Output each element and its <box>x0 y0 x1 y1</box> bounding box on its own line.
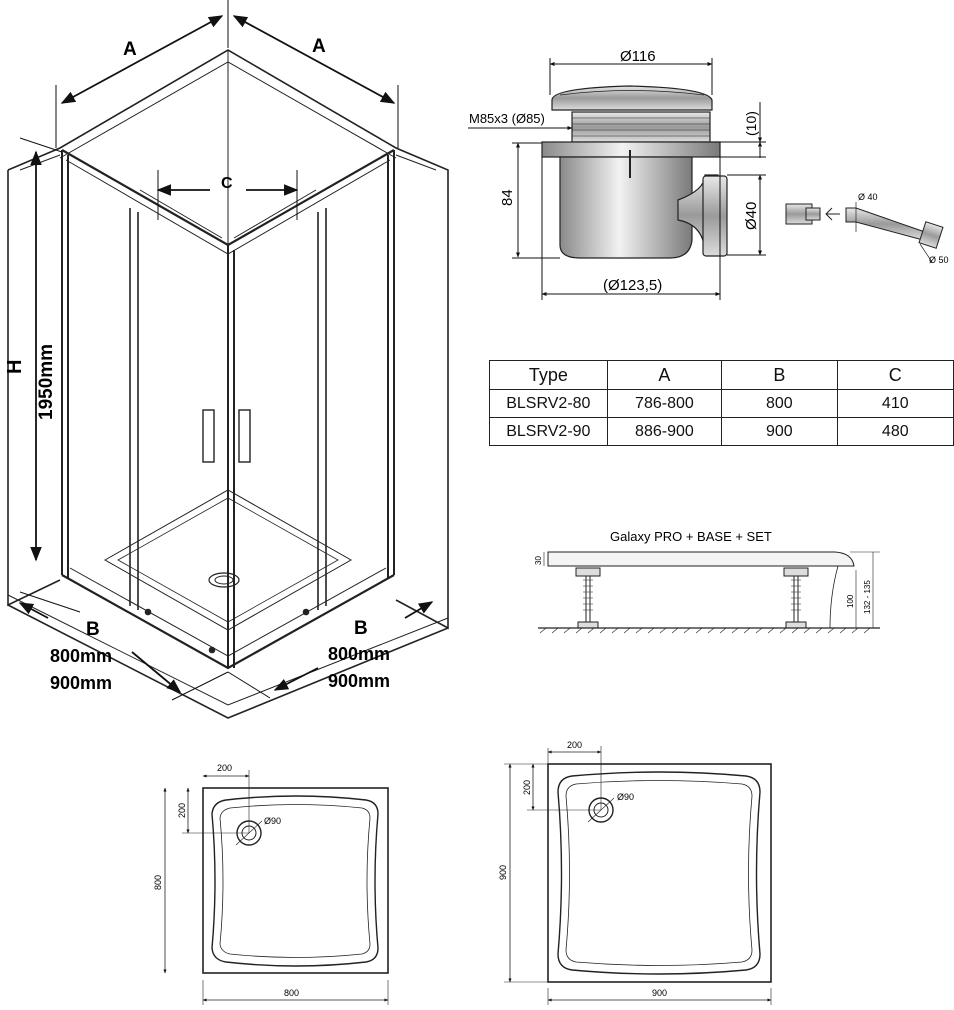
table-header-row: Type A B C <box>489 360 954 390</box>
size-800-left: 800mm <box>50 646 112 666</box>
tray-side-range: 132 - 135 <box>863 580 872 614</box>
tray-side-title: Galaxy PRO + BASE + SET <box>610 529 772 544</box>
table-cell: 786-800 <box>606 389 723 418</box>
drain-dimension-lines <box>468 58 766 300</box>
shower-enclosure-drawing <box>7 49 449 719</box>
table-cell: 410 <box>836 389 954 418</box>
table-cell: BLSRV2-80 <box>489 389 608 418</box>
size-800-right: 800mm <box>328 644 390 664</box>
table-header-type: Type <box>489 360 608 390</box>
table-cell: 900 <box>721 417 838 446</box>
size-900-right: 900mm <box>328 671 390 691</box>
pipe-diameter-50: Ø 50 <box>929 255 949 265</box>
tray-900-drain: Ø90 <box>617 792 634 802</box>
drain-base-diameter: (Ø123,5) <box>603 277 662 294</box>
label-h: H <box>4 360 26 374</box>
drain-drawing <box>541 85 728 259</box>
pipe-diameter-40: Ø 40 <box>858 192 878 202</box>
table-cell: 886-900 <box>606 417 723 446</box>
drain-thread: M85x3 (Ø85) <box>469 111 545 126</box>
table-cell: BLSRV2-90 <box>489 417 608 446</box>
table-header-c: C <box>836 360 954 390</box>
tray-side-30: 30 <box>534 556 543 565</box>
label-b-left: B <box>86 619 100 640</box>
label-a-left: A <box>123 39 137 60</box>
spec-table: Type A B C BLSRV2-80 786-800 800 410 BLS… <box>489 360 954 446</box>
pipe-adapter-drawing <box>785 202 944 263</box>
tray-side-view <box>538 551 880 634</box>
tray-900-offset-y: 200 <box>522 780 532 795</box>
tray-800-labels: 200 200 Ø90 800 800 <box>153 763 299 998</box>
enclosure-dimension-lines <box>18 0 434 701</box>
tray-900-top-view <box>504 746 772 1005</box>
table-row: BLSRV2-80 786-800 800 410 <box>489 389 954 418</box>
tray-800-offset-y: 200 <box>177 803 187 818</box>
drain-body-height: 84 <box>499 189 516 206</box>
label-a-right: A <box>312 36 326 57</box>
tray-900-labels: 200 200 Ø90 900 900 <box>498 740 667 998</box>
tray-900-depth: 900 <box>498 865 508 880</box>
tray-900-width: 900 <box>652 988 667 998</box>
enclosure-labels: A A C H 1950mm B 800mm 900mm B 800mm 900… <box>4 36 390 693</box>
label-b-right: B <box>354 618 368 639</box>
tray-side-100: 100 <box>846 594 855 608</box>
size-900-left: 900mm <box>50 673 112 693</box>
table-header-a: A <box>606 360 723 390</box>
tray-800-drain: Ø90 <box>264 816 281 826</box>
tray-800-top-view <box>163 770 389 1005</box>
drain-outlet-diameter: Ø40 <box>743 202 760 230</box>
label-c: C <box>221 175 233 192</box>
table-row: BLSRV2-90 886-900 900 480 <box>489 417 954 446</box>
table-cell: 800 <box>721 389 838 418</box>
table-cell: 480 <box>836 417 954 446</box>
drain-labels: Ø116 M85x3 (Ø85) (10) 84 Ø40 (Ø123,5) Ø … <box>469 48 949 294</box>
table-header-b: B <box>721 360 838 390</box>
tray-side-labels: Galaxy PRO + BASE + SET 30 100 132 - 135 <box>534 529 872 614</box>
drain-top-diameter: Ø116 <box>620 48 656 65</box>
height-label: 1950mm <box>36 344 57 420</box>
tray-800-depth: 800 <box>153 875 163 890</box>
tray-800-width: 800 <box>284 988 299 998</box>
drain-rim-height: (10) <box>743 111 759 136</box>
tray-900-offset-x: 200 <box>567 740 582 750</box>
tray-800-offset-x: 200 <box>217 763 232 773</box>
